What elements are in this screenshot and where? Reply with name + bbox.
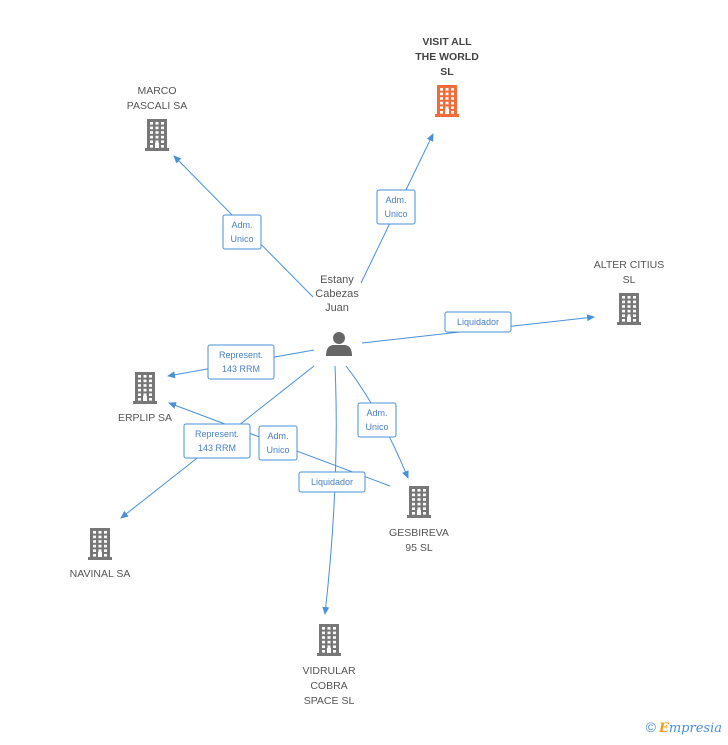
person-name: Estany: [320, 274, 354, 286]
edge-label-text: Adm.: [231, 220, 252, 230]
company-label: NAVINAL SA: [70, 568, 131, 580]
building-icon: [317, 624, 341, 656]
edge-label[interactable]: Liquidador: [298, 471, 366, 493]
company-node-visit[interactable]: VISIT ALL THE WORLD SL: [415, 36, 479, 117]
edge-label-text: Liquidador: [311, 477, 353, 487]
building-icon: [145, 119, 169, 151]
edge-label-text: Unico: [266, 445, 289, 455]
edge-label-text: 143 RRM: [198, 443, 236, 453]
edge-label-text: Unico: [230, 234, 253, 244]
building-icon: [435, 85, 459, 117]
edge-label-box: [376, 189, 416, 225]
building-icon: [617, 293, 641, 325]
edge-labels-layer: Adm.UnicoAdm.UnicoLiquidadorRepresent.14…: [183, 189, 512, 493]
edge-label[interactable]: Adm. Unico: [222, 214, 262, 250]
company-label: SL: [440, 66, 454, 78]
edge-label-box: [444, 311, 512, 333]
edge-label-text: Adm.: [385, 195, 406, 205]
company-node-marco[interactable]: MARCO PASCALI SA: [127, 85, 188, 151]
building-icon: [133, 372, 157, 404]
company-label: 95 SL: [405, 542, 433, 554]
edge-label[interactable]: Adm. Unico: [376, 189, 416, 225]
edges-layer: [120, 133, 595, 615]
edge-label-box: [222, 214, 262, 250]
company-label: GESBIREVA: [389, 527, 449, 539]
edge-label[interactable]: Adm. Unico: [258, 425, 298, 461]
company-label: THE WORLD: [415, 51, 479, 63]
company-label: ALTER CITIUS: [594, 259, 664, 271]
edge-label[interactable]: Represent. 143 RRM: [207, 344, 275, 380]
brand-name: mpresia: [668, 721, 722, 736]
edge-label-text: Unico: [384, 209, 407, 219]
company-label: VIDRULAR: [302, 665, 356, 677]
company-node-navinal[interactable]: NAVINAL SA: [70, 528, 131, 580]
company-label: ERPLIP SA: [118, 412, 172, 424]
edge-label-text: Represent.: [219, 350, 263, 360]
edge-label[interactable]: Liquidador: [444, 311, 512, 333]
edge-label-box: [258, 425, 298, 461]
company-label: SPACE SL: [304, 695, 355, 707]
company-label: MARCO: [137, 85, 176, 97]
building-icon: [88, 528, 112, 560]
company-label: COBRA: [310, 680, 347, 692]
company-node-erplip[interactable]: ERPLIP SA: [118, 372, 172, 424]
edge-label-text: Represent.: [195, 429, 239, 439]
empresia-watermark: ©Empresia: [646, 719, 722, 736]
edge-label-box: [207, 344, 275, 380]
person-name: Juan: [325, 302, 349, 314]
company-label: VISIT ALL: [422, 36, 472, 48]
edge-label-box: [183, 423, 251, 459]
edge-label-text: 143 RRM: [222, 364, 260, 374]
company-node-alter[interactable]: ALTER CITIUS SL: [594, 259, 664, 325]
edge-label-text: Unico: [365, 422, 388, 432]
edge-label[interactable]: Adm. Unico: [357, 402, 397, 438]
edge-label-text: Liquidador: [457, 317, 499, 327]
edge-label-box: [298, 471, 366, 493]
brand-initial: E: [658, 721, 669, 736]
company-label: SL: [623, 274, 636, 286]
building-icon: [407, 486, 431, 518]
company-node-vidrular[interactable]: VIDRULAR COBRA SPACE SL: [302, 624, 356, 707]
nodes-layer: VISIT ALL THE WORLD SL MARCO PASCALI SA ALTER…: [70, 36, 665, 707]
company-node-gesbireva[interactable]: GESBIREVA 95 SL: [389, 486, 449, 554]
person-name: Cabezas: [315, 288, 359, 300]
copyright-icon: ©: [645, 719, 656, 735]
person-icon: [326, 332, 352, 356]
edge-label[interactable]: Represent. 143 RRM: [183, 423, 251, 459]
edge-label-box: [357, 402, 397, 438]
edge-label-text: Adm.: [267, 431, 288, 441]
edge-label-text: Adm.: [366, 408, 387, 418]
company-label: PASCALI SA: [127, 100, 188, 112]
